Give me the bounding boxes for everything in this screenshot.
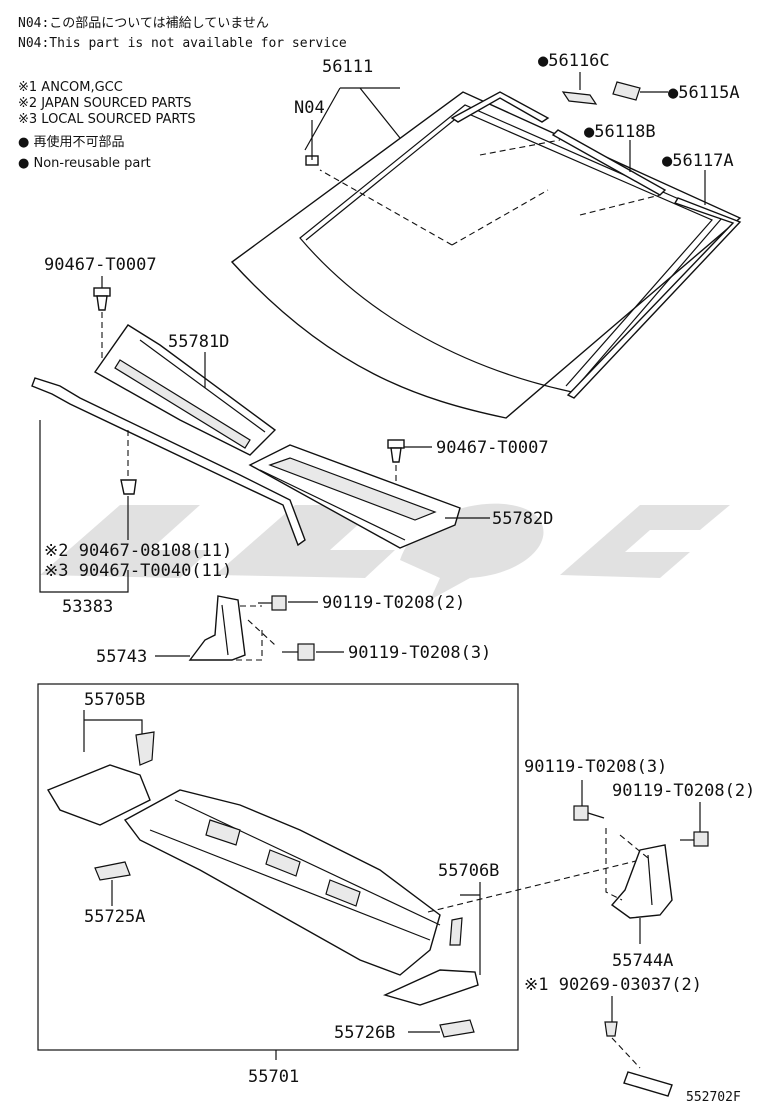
label-55701[interactable]: 55701 [248,1067,299,1087]
bracket-53383 [39,420,129,593]
label-56117a[interactable]: ●56117A [662,151,734,171]
label-53383[interactable]: 53383 [62,597,113,617]
label-90119-t0208-2a[interactable]: 90119-T0208(2) [322,593,465,613]
label-55743[interactable]: 55743 [96,647,147,667]
label-56116c[interactable]: ●56116C [538,51,610,71]
label-90467-t0007-b[interactable]: 90467-T0007 [436,438,549,458]
label-90119-t0208-2b[interactable]: 90119-T0208(2) [612,781,755,801]
label-55706b[interactable]: 55706B [438,861,499,881]
label-55725a[interactable]: 55725A [84,907,145,927]
seal-53383[interactable] [31,377,306,547]
windshield-glass[interactable] [230,91,742,419]
label-90467-t0040[interactable]: ※3 90467-T0040(11) [44,561,232,581]
clip-90467-t0007-a[interactable] [93,287,111,311]
label-n04: N04 [294,98,325,118]
dash-bolt-3a [232,619,276,661]
bolt-90119-t0208-2b[interactable] [680,831,709,847]
label-55744a[interactable]: 55744A [612,951,673,971]
bracket-55743[interactable] [188,595,246,661]
clip-90467-08108[interactable] [120,479,137,495]
label-55782d[interactable]: 55782D [492,509,553,529]
label-90467-08108[interactable]: ※2 90467-08108(11) [44,541,232,561]
legend-nonreuse-jp: ● 再使用不可部品 [18,134,124,150]
clip-90269-03037[interactable] [604,1021,618,1037]
fastener-base [623,1071,673,1097]
legend-1: ※1 ANCOM,GCC [18,80,123,95]
leader-56111 [304,87,401,151]
top-molding [450,91,550,123]
pad-55726b[interactable] [439,1019,475,1038]
clip-56115a[interactable] [612,81,641,101]
legend-nonreuse-en: ● Non-reusable part [18,156,151,171]
bracket-55744a[interactable] [610,844,673,919]
label-90119-t0208-3a[interactable]: 90119-T0208(3) [348,643,491,663]
note-n04-jp: N04:この部品については補給していません [18,16,269,31]
note-n04-en: N04:This part is not available for servi… [18,36,347,51]
clip-90467-t0007-b[interactable] [387,439,405,463]
label-55705b[interactable]: 55705B [84,690,145,710]
clip-56116c[interactable] [561,91,598,105]
label-56118b[interactable]: ●56118B [584,122,656,142]
label-56115a[interactable]: ●56115A [668,83,740,103]
label-55781d[interactable]: 55781D [168,332,229,352]
label-90467-t0007-a[interactable]: 90467-T0007 [44,255,157,275]
molding-56117a[interactable] [566,197,742,399]
label-90119-t0208-3b[interactable]: 90119-T0208(3) [524,757,667,777]
dash-55744a [605,828,649,901]
panel-55705b[interactable] [46,731,155,826]
leader-55706b [460,882,481,975]
leader-55705b [83,710,143,752]
cowl-louver-55781d[interactable] [93,324,277,456]
bolt-90119-t0208-3b[interactable] [573,805,605,821]
assembly-box-55701 [37,683,519,1051]
legend-3: ※3 LOCAL SOURCED PARTS [18,112,196,127]
dash-90269 [611,1037,641,1069]
figure-id: 552702F [686,1090,741,1105]
cowl-louver-55782d[interactable] [248,444,461,549]
bolt-90119-t0208-3a[interactable] [282,643,315,661]
bolt-90119-t0208-2a[interactable] [258,595,287,611]
molding-56118b[interactable] [551,129,667,196]
cowl-panel-main[interactable] [123,789,441,976]
pad-55725a[interactable] [94,861,131,881]
dash-55744a-to-panel [427,859,641,913]
label-56111[interactable]: 56111 [322,57,373,77]
label-55726b[interactable]: 55726B [334,1023,395,1043]
panel-55706b[interactable] [382,917,479,1006]
legend-2: ※2 JAPAN SOURCED PARTS [18,96,192,111]
label-90269-03037[interactable]: ※1 90269-03037(2) [524,975,702,995]
